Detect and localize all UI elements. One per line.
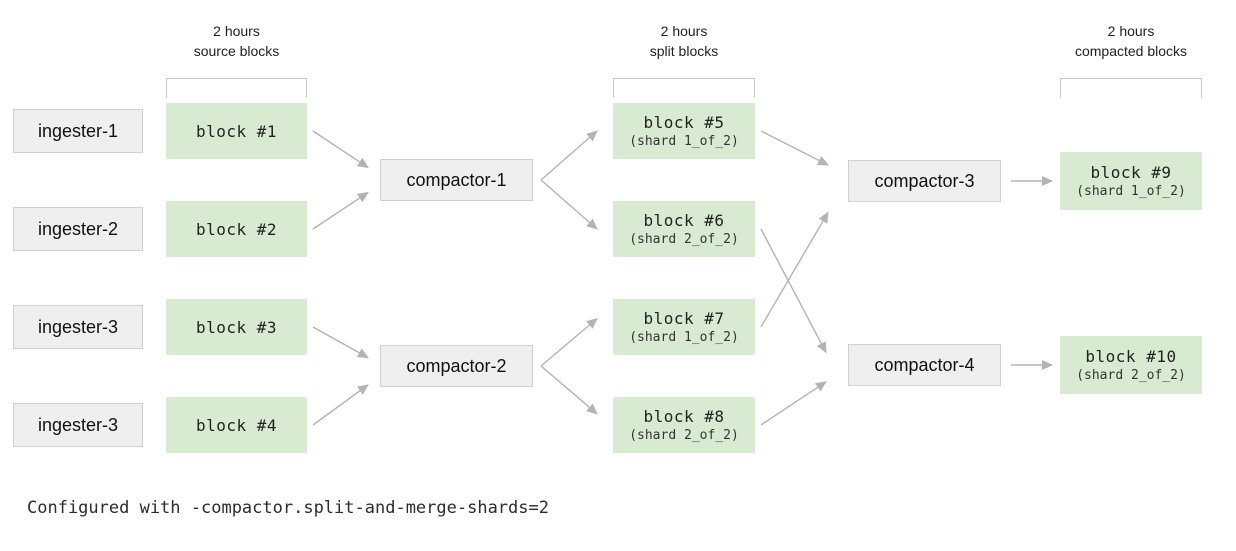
source-block-1: block #1 [166, 103, 307, 159]
split-block-5: block #5 (shard 1_of_2) [613, 103, 755, 159]
block-shard-label: (shard 2_of_2) [629, 428, 739, 443]
header-line-kind: split blocks [649, 42, 719, 59]
block-shard-label: (shard 2_of_2) [1076, 368, 1186, 383]
flow-arrow-c2-to-b8 [540, 365, 598, 415]
block-title: block #4 [195, 415, 278, 435]
block-title: block #10 [1085, 347, 1177, 366]
column-header-split-blocks: 2 hours split blocks [613, 22, 755, 61]
block-shard-label: (shard 1_of_2) [1076, 184, 1186, 199]
compactor-label: compactor-2 [406, 355, 507, 376]
compactor-label: compactor-4 [874, 354, 975, 375]
block-shard-label: (shard 1_of_2) [629, 134, 739, 149]
header-line-kind: source blocks [193, 42, 280, 59]
flow-arrow-b3-to-c2 [312, 326, 369, 359]
column-header-source-blocks: 2 hours source blocks [166, 22, 307, 61]
source-block-4: block #4 [166, 397, 307, 453]
flow-arrow-b4-to-c2 [312, 384, 369, 426]
time-range-bracket-source [166, 78, 307, 98]
ingester-label: ingester-1 [37, 120, 119, 141]
flow-arrow-c2-to-b7 [540, 317, 598, 367]
flow-arrow-b8-to-c4 [760, 381, 827, 426]
block-title: block #5 [643, 113, 725, 132]
block-title: block #7 [643, 309, 725, 328]
block-title: block #9 [1090, 163, 1172, 182]
header-line-duration: 2 hours [213, 23, 260, 39]
flow-arrow-b7-to-c3 [760, 211, 829, 328]
block-title: block #1 [195, 121, 278, 141]
header-line-duration: 2 hours [1107, 23, 1155, 39]
flow-arrow-b2-to-c1 [312, 192, 369, 230]
split-block-8: block #8 (shard 2_of_2) [613, 397, 755, 453]
source-block-2: block #2 [166, 201, 307, 257]
compacted-block-9: block #9 (shard 1_of_2) [1060, 152, 1202, 210]
time-range-bracket-compacted [1060, 78, 1202, 98]
flow-arrow-c1-to-b6 [540, 179, 598, 230]
compactor-box-4: compactor-4 [848, 344, 1001, 386]
compactor-box-3: compactor-3 [848, 160, 1001, 202]
flow-arrow-b1-to-c1 [312, 130, 369, 168]
block-shard-label: (shard 2_of_2) [629, 232, 739, 247]
split-block-6: block #6 (shard 2_of_2) [613, 201, 755, 257]
compactor-label: compactor-3 [874, 170, 975, 191]
flow-arrow-b6-to-c4 [760, 228, 827, 354]
column-header-compacted-blocks: 2 hours compacted blocks [1036, 22, 1226, 61]
flow-arrow-c1-to-b5 [540, 130, 598, 181]
source-block-3: block #3 [166, 299, 307, 355]
ingester-box-3: ingester-3 [13, 305, 143, 349]
ingester-box-1: ingester-1 [13, 109, 143, 153]
ingester-label: ingester-2 [37, 218, 119, 239]
compactor-label: compactor-1 [406, 169, 507, 190]
config-caption: Configured with -compactor.split-and-mer… [27, 498, 549, 518]
compacted-block-10: block #10 (shard 2_of_2) [1060, 336, 1202, 394]
block-title: block #3 [195, 317, 278, 337]
flow-arrow-b5-to-c3 [760, 130, 829, 166]
block-title: block #8 [643, 407, 725, 426]
ingester-label: ingester-3 [37, 316, 119, 337]
header-line-kind: compacted blocks [1074, 42, 1188, 59]
split-block-7: block #7 (shard 1_of_2) [613, 299, 755, 355]
ingester-box-4: ingester-3 [13, 403, 143, 447]
time-range-bracket-split [613, 78, 755, 98]
compactor-box-1: compactor-1 [380, 159, 533, 201]
ingester-label: ingester-3 [37, 414, 119, 435]
block-title: block #6 [643, 211, 725, 230]
header-line-duration: 2 hours [660, 23, 708, 39]
compactor-box-2: compactor-2 [380, 345, 533, 387]
block-title: block #2 [195, 219, 278, 239]
ingester-box-2: ingester-2 [13, 207, 143, 251]
block-shard-label: (shard 1_of_2) [629, 330, 739, 345]
